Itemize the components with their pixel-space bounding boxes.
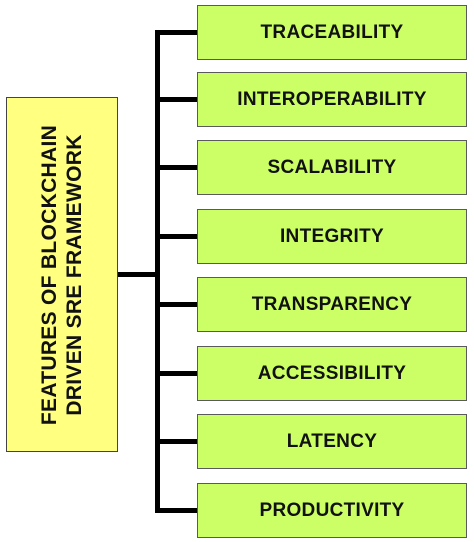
branch-connector xyxy=(155,97,197,102)
root-label: FEATURES OF BLOCKCHAIN DRIVEN SRE FRAMEW… xyxy=(37,105,87,445)
root-connector xyxy=(118,272,160,277)
feature-node-scalability: SCALABILITY xyxy=(197,140,467,195)
branch-connector xyxy=(155,302,197,307)
root-label-line-2: DRIVEN SRE FRAMEWORK xyxy=(63,133,86,416)
branch-connector xyxy=(155,234,197,239)
feature-node-integrity: INTEGRITY xyxy=(197,209,467,264)
root-label-line-1: FEATURES OF BLOCKCHAIN xyxy=(38,124,61,425)
branch-connector xyxy=(155,439,197,444)
feature-node-transparency: TRANSPARENCY xyxy=(197,277,467,332)
branch-connector xyxy=(155,508,197,513)
branch-connector xyxy=(155,30,197,35)
trunk-connector xyxy=(155,30,160,513)
branch-connector xyxy=(155,371,197,376)
feature-node-latency: LATENCY xyxy=(197,414,467,469)
root-node: FEATURES OF BLOCKCHAIN DRIVEN SRE FRAMEW… xyxy=(6,97,118,452)
feature-node-interoperability: INTEROPERABILITY xyxy=(197,72,467,127)
branch-connector xyxy=(155,165,197,170)
feature-node-productivity: PRODUCTIVITY xyxy=(197,483,467,538)
feature-node-accessibility: ACCESSIBILITY xyxy=(197,346,467,401)
feature-node-traceability: TRACEABILITY xyxy=(197,5,467,60)
